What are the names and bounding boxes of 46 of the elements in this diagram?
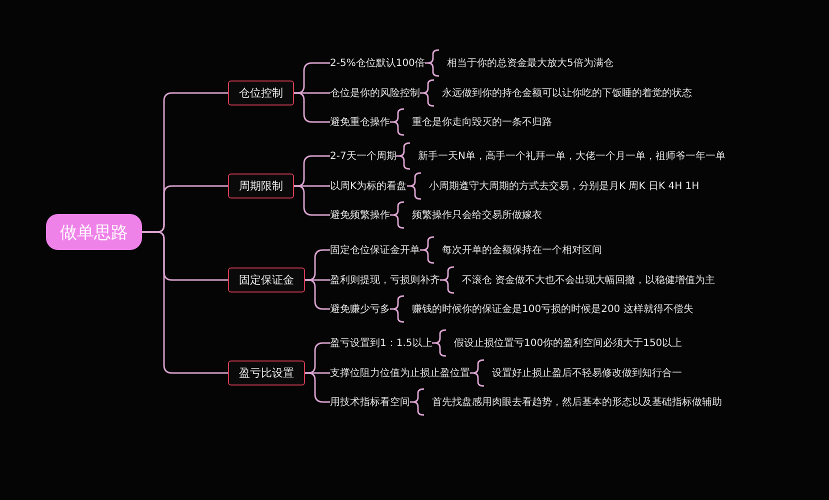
branch-text: 设置好止损止盈后不轻易修改做到知行合一	[484, 364, 682, 382]
brace-connector	[409, 388, 425, 416]
branch-text: 盈利则提现，亏损则补齐	[330, 271, 440, 289]
branch-text: 小周期遵守大周期的方式去交易，分别是月K 周K 日K 4H 1H	[421, 177, 700, 195]
branch-text: 相当于你的总资金最大放大5倍为满仓	[439, 54, 614, 72]
branch-text: 用技术指标看空间	[330, 393, 410, 411]
branch-text: 2-7天一个周期	[330, 147, 396, 165]
branch-text: 避免重仓操作	[330, 113, 390, 131]
brace-connector	[389, 295, 405, 323]
branch-text: 永远做到你的持仓金额可以让你吃的下饭睡的着觉的状态	[434, 84, 692, 102]
branch-text: 避免赚少亏多	[330, 300, 390, 318]
branch-text: 以周K为标的看盘	[330, 177, 407, 195]
branch-text: 赚钱的时候你的保证金是100亏损的时候是200 这样就得不偿失	[404, 300, 694, 318]
branch-text: 不滚仓 资金做不大也不会出现大幅回撤，以稳健增值为主	[454, 271, 716, 289]
brace-connector	[294, 62, 330, 94]
branch-text: 避免频繁操作	[330, 206, 390, 224]
brace-connector	[294, 155, 330, 187]
brace-connector	[294, 185, 330, 216]
brace-connector	[389, 201, 405, 229]
brace-connector	[419, 236, 435, 264]
branch-text: 新手一天N单，高手一个礼拜一单，大佬一个月一单，祖师爷一年一单	[410, 147, 726, 165]
brace-connector	[142, 231, 228, 374]
branch-text: 每次开单的金额保持在一个相对区间	[434, 241, 602, 259]
brace-connector	[469, 359, 485, 387]
brace-connector	[439, 266, 455, 294]
topic-box: 周期限制	[228, 174, 294, 198]
branch-text: 假设止损位置亏100你的盈利空间必须大于150以上	[446, 334, 682, 352]
topic-box: 盈亏比设置	[228, 360, 305, 386]
branch-text: 仓位是你的风险控制	[330, 84, 420, 102]
branch-text: 固定仓位保证金开单	[330, 241, 420, 259]
branch-text: 盈亏设置到1：1.5以上	[330, 334, 432, 352]
branch-text: 首先找盘感用肉眼去看趋势，然后基本的形态以及基础指标做辅助	[424, 393, 722, 411]
brace-connector	[294, 92, 330, 123]
branch-text: 2-5%仓位默认100倍	[330, 54, 425, 72]
brace-connector	[395, 142, 411, 170]
brace-connector	[419, 79, 435, 107]
brace-connector	[406, 172, 422, 200]
topic-box: 固定保证金	[228, 268, 305, 292]
brace-connector	[431, 329, 447, 357]
brace-connector	[389, 108, 405, 136]
branch-text: 频繁操作只会给交易所做嫁衣	[404, 206, 542, 224]
brace-connector	[424, 49, 440, 77]
root-topic-box: 做单思路	[46, 214, 142, 250]
branch-text: 支撑位阻力位值为止损止盈位置	[330, 364, 470, 382]
branch-text: 重仓是你走向毁灭的一条不归路	[404, 113, 552, 131]
topic-box: 仓位控制	[228, 80, 294, 106]
